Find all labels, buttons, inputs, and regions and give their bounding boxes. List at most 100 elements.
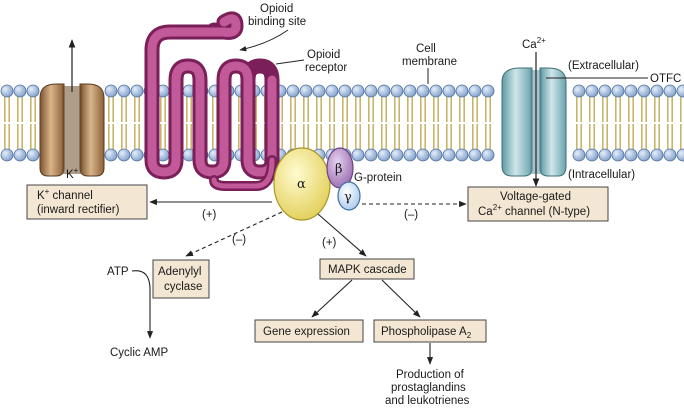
lipid-head (338, 84, 352, 98)
lipid-head (468, 148, 482, 162)
lipid-head (611, 84, 625, 98)
lipid-head (468, 84, 482, 98)
lipid-head (637, 84, 651, 98)
phospholipase-box: Phospholipase A2 (373, 319, 487, 343)
lipid-head (455, 148, 469, 162)
lipid-head (104, 84, 118, 98)
lipid-head (104, 148, 118, 162)
lipid-head (442, 84, 456, 98)
beta-label: β (335, 162, 343, 177)
lipid-head (637, 148, 651, 162)
mapk-cascade-box: MAPK cascade (319, 258, 415, 280)
lipid-head (390, 148, 404, 162)
lipid-head (676, 84, 684, 98)
g-protein-alpha-subunit (273, 147, 331, 221)
lipid-head (481, 148, 495, 162)
extracellular-label: (Extracellular) (568, 60, 639, 72)
lipid-head (663, 148, 677, 162)
ca-ion-label: Ca2+ (522, 36, 546, 51)
arrow-to-adenylyl-cyclase (185, 211, 283, 257)
plus-k-label: (+) (202, 209, 217, 221)
mapk-cascade-text: MAPK cascade (328, 264, 407, 276)
lipid-head (455, 84, 469, 98)
k-channel-protein (39, 83, 105, 177)
opioid-receptor-highlight (147, 14, 277, 177)
lipid-head (312, 84, 326, 98)
arrow-to-mapk (317, 213, 367, 257)
lipid-head (299, 84, 313, 98)
adenylyl-cyclase-line-1: Adenylyl (158, 266, 201, 278)
gamma-label: γ (344, 190, 352, 205)
minus-adenylyl-label: (–) (232, 234, 246, 246)
lipid-head (351, 84, 365, 98)
lipid-head (650, 84, 664, 98)
lipid-head (442, 148, 456, 162)
lipid-head (572, 148, 586, 162)
lipid-head (429, 148, 443, 162)
lipid-head (611, 148, 625, 162)
lipid-head (585, 148, 599, 162)
g-protein-gamma-subunit (337, 181, 361, 211)
lipid-head (403, 148, 417, 162)
minus-ca-label: (–) (404, 209, 418, 221)
lipid-head (416, 84, 430, 98)
lipid-head (624, 84, 638, 98)
intracellular-label: (Intracellular) (568, 169, 635, 181)
gene-expression-box: Gene expression (254, 319, 364, 343)
lipid-head (26, 84, 40, 98)
lipid-head (598, 148, 612, 162)
lipid-head (286, 84, 300, 98)
cell-membrane-label-2: membrane (402, 56, 457, 68)
opioid-receptor-label-2: receptor (305, 62, 347, 74)
lipid-head (364, 148, 378, 162)
lipid-head (403, 84, 417, 98)
lipid-head (377, 84, 391, 98)
lipid-head (364, 84, 378, 98)
lipid-head (26, 148, 40, 162)
k-channel-box: K+ channel (inward rectifier) (26, 184, 148, 220)
opioid-receptor-label-1: Opioid (307, 49, 340, 61)
voltage-gated-box-line-2: Ca2+ channel (N-type) (478, 203, 590, 218)
ca-charge: 2+ (537, 36, 546, 45)
k-charge: + (74, 166, 79, 175)
lipid-head (130, 148, 144, 162)
adenylyl-cyclase-line-2: cyclase (164, 281, 202, 293)
lipid-head (676, 148, 684, 162)
atp-label: ATP (107, 266, 129, 278)
lipid-head (117, 148, 131, 162)
lipid-head (377, 148, 391, 162)
g-protein-label: G-protein (354, 172, 402, 184)
lipid-head (598, 84, 612, 98)
cyclic-amp-label: Cyclic AMP (110, 347, 168, 359)
voltage-gated-box: Voltage-gated Ca2+ channel (N-type) (467, 186, 609, 222)
lipid-head (481, 84, 495, 98)
arrow-mapk-to-phospholipase (381, 279, 421, 318)
k-channel-box-line-1: K+ channel (37, 187, 93, 202)
lipid-head (663, 84, 677, 98)
ca-channel-protein (501, 67, 567, 177)
k-ion-label: K+ (66, 166, 79, 181)
alpha-label: α (297, 177, 306, 192)
lipid-head (117, 84, 131, 98)
lipid-head (585, 84, 599, 98)
lipid-head (0, 84, 14, 98)
adenylyl-cyclase-box: Adenylyl cyclase (152, 259, 210, 299)
cell-membrane-label-1: Cell (416, 43, 436, 55)
lipid-head (650, 148, 664, 162)
lipid-head (429, 84, 443, 98)
gene-expression-text: Gene expression (263, 326, 350, 338)
lipid-head (13, 84, 27, 98)
atp-to-camp-arrow (131, 270, 154, 339)
k-channel-box-line-2: (inward rectifier) (37, 204, 120, 216)
phospholipase-text: Phospholipase A2 (381, 326, 472, 340)
lipid-head (624, 148, 638, 162)
lipid-head (416, 148, 430, 162)
otfc-label: OTFC (650, 73, 681, 85)
production-line-1: Production of (396, 369, 465, 381)
lipid-head (325, 84, 339, 98)
opioid-binding-site-label-1: Opioid (260, 3, 293, 15)
binding-site-pointer (239, 29, 289, 52)
production-line-2: prostaglandins (391, 382, 466, 394)
plus-mapk-label: (+) (322, 237, 337, 249)
